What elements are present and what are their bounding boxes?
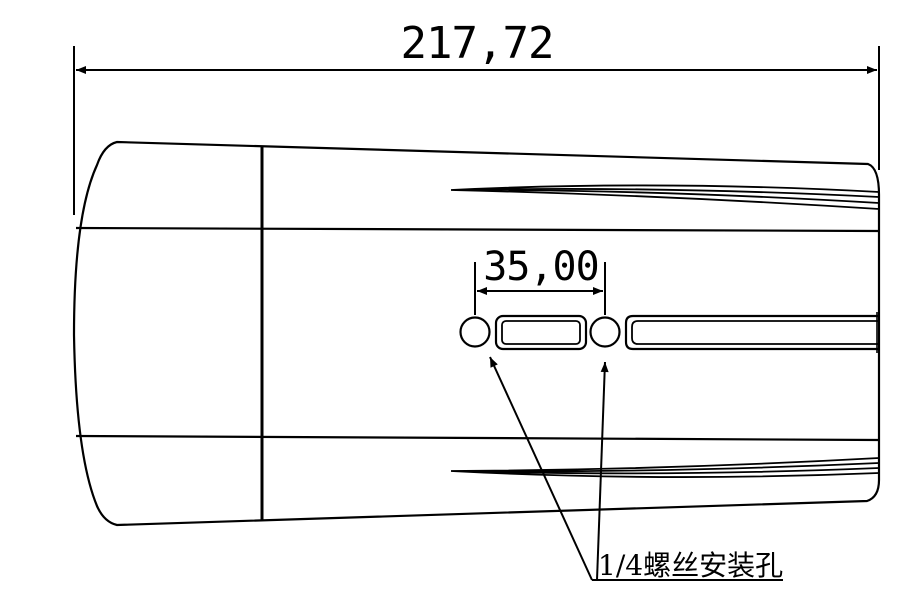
mount-slot-short-outer	[494, 314, 588, 351]
overall-length-dimension: 217,72	[73, 18, 880, 215]
hole-spacing-dimension: 35,00	[474, 244, 606, 315]
mount-slot-short-inner	[501, 320, 581, 345]
mount-note-leader	[489, 356, 783, 581]
hole-spacing-label: 35,00	[483, 244, 598, 290]
body-outline	[72, 140, 881, 527]
upper-taper-groove	[450, 184, 880, 210]
screw-hole-right	[589, 316, 621, 348]
camera-body	[72, 140, 881, 527]
lower-taper-groove	[450, 457, 880, 478]
screw-hole-left	[459, 316, 491, 348]
upper-face-line	[75, 226, 880, 233]
lower-face-line	[75, 434, 880, 442]
leader-to-right-hole	[596, 361, 609, 581]
leader-to-left-hole	[489, 356, 593, 581]
mount-note-label: 1/4螺丝安装孔	[598, 549, 783, 582]
mount-slot-long-outer	[624, 314, 879, 351]
mount-slot-long-inner	[631, 320, 879, 345]
overall-length-label: 217,72	[401, 18, 554, 69]
